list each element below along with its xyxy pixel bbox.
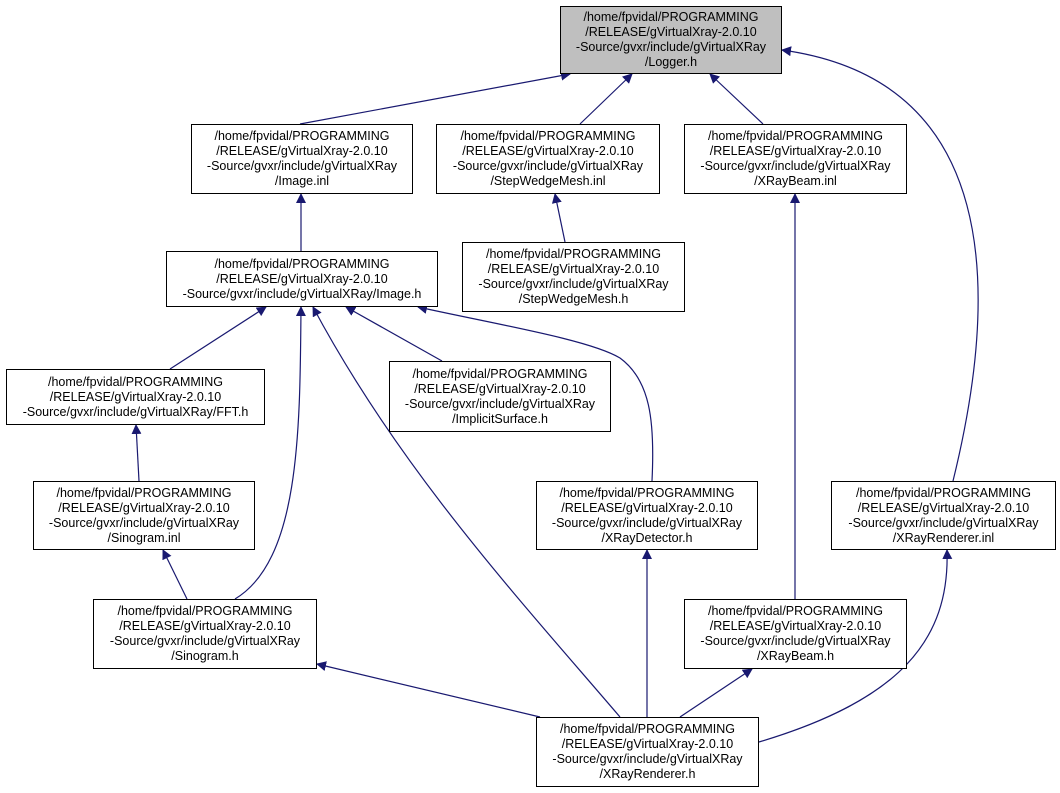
node-label-line: /RELEASE/gVirtualXray-2.0.10 — [561, 737, 734, 751]
node-label-line: /StepWedgeMesh.h — [518, 292, 629, 306]
node-label-line: /Sinogram.h — [171, 649, 239, 663]
node-label-line: -Source/gvxr/include/gVirtualXRay — [452, 159, 644, 173]
node-label-line: -Source/gvxr/include/gVirtualXRay — [206, 159, 398, 173]
node-label-line: /XRayDetector.h — [601, 530, 693, 545]
node-label-line: -Source/gvxr/include/gVirtualXRay — [109, 634, 301, 648]
node-label-line: /home/fpvidal/PROGRAMMING — [214, 256, 390, 271]
node-label-line: -Source/gvxr/include/gVirtualXRay — [700, 634, 891, 648]
node-label-line: /ImplicitSurface.h — [452, 411, 548, 426]
node-label-line: /RELEASE/gVirtualXray-2.0.10 — [119, 619, 291, 633]
node-label-line: /RELEASE/gVirtualXray-2.0.10 — [561, 500, 733, 515]
node-label-line: /RELEASE/gVirtualXray-2.0.10 — [414, 381, 586, 396]
edge-xrayrenderer-h-to-xraybeam-h — [679, 668, 753, 718]
node-label-line: -Source/gvxr/include/gVirtualXRay — [575, 40, 767, 54]
node-label-line: /StepWedgeMesh.inl — [490, 174, 606, 188]
node-label-line: /RELEASE/gVirtualXray-2.0.10 — [58, 500, 230, 515]
node-fft-h[interactable]: /home/fpvidal/PROGRAMMING /RELEASE/gVirt… — [6, 369, 265, 425]
node-label-line: /RELEASE/gVirtualXray-2.0.10 — [49, 389, 222, 404]
node-image-inl[interactable]: /home/fpvidal/PROGRAMMING /RELEASE/gVirt… — [191, 124, 413, 194]
edge-xrayrenderer-h-to-image-h — [312, 306, 621, 718]
edge-sinogram-inl-to-fft — [131, 424, 142, 482]
node-xrayrenderer-h[interactable]: /home/fpvidal/PROGRAMMING /RELEASE/gVirt… — [536, 717, 759, 787]
edge-image-inl-to-logger — [299, 70, 571, 125]
edge-sinogram-h-to-sinogram-inl — [162, 549, 188, 600]
node-label-line: /home/fpvidal/PROGRAMMING — [855, 485, 1032, 500]
edge-fft-to-image-h — [169, 306, 267, 370]
node-label-line: /home/fpvidal/PROGRAMMING — [47, 374, 224, 389]
node-label-line: /XRayRenderer.h — [599, 767, 696, 781]
edge-xraybeam-inl-to-logger — [709, 73, 764, 125]
node-stepwedgemesh-h[interactable]: /home/fpvidal/PROGRAMMING /RELEASE/gVirt… — [462, 242, 685, 312]
edge-stepwedgemesh-h-to-inl — [551, 193, 566, 243]
node-label-line: /home/fpvidal/PROGRAMMING — [117, 604, 293, 618]
node-label-line: /RELEASE/gVirtualXray-2.0.10 — [462, 144, 634, 158]
node-label-line: /XRayBeam.inl — [754, 174, 837, 188]
node-label-line: /home/fpvidal/PROGRAMMING — [460, 129, 636, 143]
node-label-line: /XRayBeam.h — [756, 649, 835, 663]
node-image-h[interactable]: /home/fpvidal/PROGRAMMING /RELEASE/gVirt… — [166, 251, 438, 307]
node-label-line: /RELEASE/gVirtualXray-2.0.10 — [585, 25, 757, 39]
node-sinogram-inl[interactable]: /home/fpvidal/PROGRAMMING /RELEASE/gVirt… — [33, 481, 255, 550]
node-label-line: /RELEASE/gVirtualXray-2.0.10 — [709, 144, 882, 158]
node-label-line: /RELEASE/gVirtualXray-2.0.10 — [487, 262, 660, 276]
node-label-line: -Source/gvxr/include/gVirtualXRay/Image.… — [182, 286, 422, 301]
edge-xrayrenderer-h-to-xrayrenderer-inl — [758, 549, 953, 743]
edge-xraydetector-to-image-h — [417, 304, 654, 482]
node-xraybeam-h[interactable]: /home/fpvidal/PROGRAMMING /RELEASE/gVirt… — [684, 599, 907, 669]
edge-implicitsurface-to-image-h — [345, 306, 443, 362]
node-logger-h: /home/fpvidal/PROGRAMMING /RELEASE/gVirt… — [560, 6, 782, 74]
node-label-line: /RELEASE/gVirtualXray-2.0.10 — [216, 144, 388, 158]
node-label-line: /Image.inl — [274, 174, 330, 188]
node-label-line: /XRayRenderer.inl — [892, 530, 995, 545]
node-label-line: /home/fpvidal/PROGRAMMING — [583, 10, 759, 24]
node-label-line: /home/fpvidal/PROGRAMMING — [56, 485, 232, 500]
node-label-line: /RELEASE/gVirtualXray-2.0.10 — [216, 271, 388, 286]
node-label-line: /RELEASE/gVirtualXray-2.0.10 — [857, 500, 1030, 515]
node-label-line: -Source/gvxr/include/gVirtualXRay — [48, 515, 240, 530]
edge-stepwedgemesh-inl-to-logger — [579, 73, 633, 125]
node-label-line: -Source/gvxr/include/gVirtualXRay — [848, 515, 1039, 530]
node-implicitsurface-h[interactable]: /home/fpvidal/PROGRAMMING /RELEASE/gVirt… — [389, 361, 611, 432]
node-label-line: /Logger.h — [644, 55, 698, 69]
node-label-line: /Sinogram.inl — [107, 530, 181, 545]
edge-xrayrenderer-h-to-sinogram-h — [316, 661, 541, 718]
node-sinogram-h[interactable]: /home/fpvidal/PROGRAMMING /RELEASE/gVirt… — [93, 599, 317, 669]
node-label-line: /home/fpvidal/PROGRAMMING — [707, 604, 884, 618]
node-label-line: -Source/gvxr/include/gVirtualXRay/FFT.h — [22, 404, 249, 419]
node-label-line: /home/fpvidal/PROGRAMMING — [707, 129, 884, 143]
node-label-line: /home/fpvidal/PROGRAMMING — [412, 366, 588, 381]
node-label-line: /home/fpvidal/PROGRAMMING — [214, 129, 390, 143]
node-xraybeam-inl[interactable]: /home/fpvidal/PROGRAMMING /RELEASE/gVirt… — [684, 124, 907, 194]
edge-xrayrenderer-inl-to-logger — [781, 46, 979, 482]
node-label-line: /home/fpvidal/PROGRAMMING — [485, 247, 662, 261]
node-label-line: -Source/gvxr/include/gVirtualXRay — [478, 277, 669, 291]
node-label-line: -Source/gvxr/include/gVirtualXRay — [700, 159, 891, 173]
node-label-line: -Source/gvxr/include/gVirtualXRay — [551, 515, 743, 530]
node-stepwedgemesh-inl[interactable]: /home/fpvidal/PROGRAMMING /RELEASE/gVirt… — [436, 124, 660, 194]
node-xrayrenderer-inl[interactable]: /home/fpvidal/PROGRAMMING /RELEASE/gVirt… — [831, 481, 1056, 550]
node-label-line: /home/fpvidal/PROGRAMMING — [559, 485, 735, 500]
node-label-line: -Source/gvxr/include/gVirtualXRay — [404, 396, 596, 411]
node-label-line: /RELEASE/gVirtualXray-2.0.10 — [709, 619, 882, 633]
node-label-line: /home/fpvidal/PROGRAMMING — [559, 722, 736, 736]
node-label-line: -Source/gvxr/include/gVirtualXRay — [552, 752, 743, 766]
edge-sinogram-h-to-image-h — [234, 306, 306, 600]
node-xraydetector-h[interactable]: /home/fpvidal/PROGRAMMING /RELEASE/gVirt… — [536, 481, 758, 550]
